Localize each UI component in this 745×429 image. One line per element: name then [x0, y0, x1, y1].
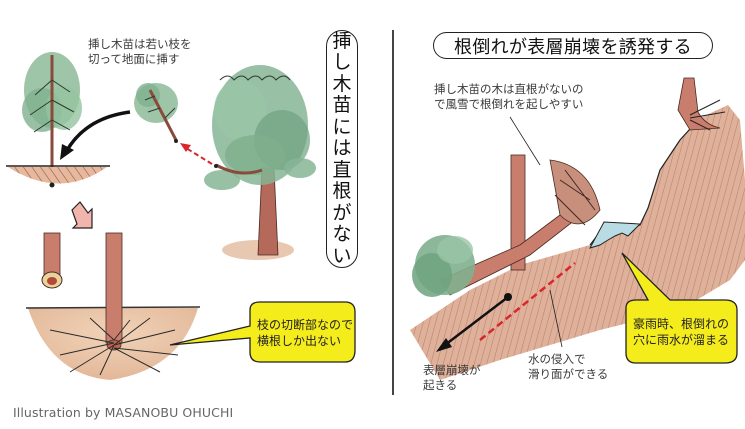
- title-char: い: [332, 244, 352, 267]
- note-line: 切って地面に挿す: [88, 52, 180, 66]
- curved-arrow-icon: [64, 110, 131, 153]
- title-char: 木: [332, 72, 352, 95]
- collapse-note: 表層崩壊が 起きる: [423, 363, 481, 393]
- collapse-arrow-icon: [444, 296, 509, 346]
- red-dashed-arrow-icon: [185, 147, 213, 165]
- cut-stick-illustration: [41, 232, 63, 289]
- bubble-line: 枝の切断部なので: [257, 318, 354, 332]
- bubble-line: 横根しか出ない: [257, 334, 342, 348]
- left-vertical-title: 挿 し 木 苗 に は 直 根 が な い: [326, 30, 358, 268]
- title-char: 挿: [332, 29, 352, 52]
- note-line: 挿し木苗の木は直根がないの: [434, 82, 584, 96]
- title-char: 根: [332, 180, 352, 203]
- right-speech-bubble-shape: [621, 252, 738, 364]
- title-char: 苗: [332, 94, 352, 117]
- right-top-note: 挿し木苗の木は直根がないの で風雪で根倒れを起しやすい: [434, 82, 584, 112]
- slip-plane-dashed-line: [479, 262, 576, 341]
- note-line: 表層崩壊が: [423, 363, 481, 377]
- illustration-credit: Illustration by MASANOBU OHUCHI: [13, 405, 234, 420]
- note-line: 挿し木苗は若い枝を: [88, 37, 192, 51]
- note-line: 水の侵入で: [528, 352, 586, 366]
- cut-branch-illustration: [134, 83, 178, 143]
- title-char: な: [332, 223, 352, 246]
- pink-arrow-icon: [71, 201, 93, 229]
- mother-tree-illustration: [204, 65, 316, 260]
- title-char: は: [332, 137, 352, 160]
- note-line: 起きる: [423, 378, 458, 392]
- left-top-note: 挿し木苗は若い枝を 切って地面に挿す: [88, 37, 192, 67]
- title-char: し: [332, 51, 352, 74]
- title-char: が: [332, 201, 352, 224]
- note-line: 滑り面ができる: [528, 367, 609, 381]
- bubble-line: 穴に雨水が溜まる: [633, 333, 730, 347]
- left-speech-bubble-shape: [169, 301, 356, 363]
- right-bubble-text: 豪雨時、根倒れの 穴に雨水が溜まる: [633, 316, 729, 348]
- slip-plane-note: 水の侵入で 滑り面ができる: [528, 352, 608, 382]
- left-bubble-text: 枝の切断部なので 横根しか出ない: [257, 317, 353, 349]
- note-line: で風雪で根倒れを起しやすい: [434, 97, 584, 111]
- title-char: 直: [332, 158, 352, 181]
- title-char: に: [332, 115, 352, 138]
- right-title: 根倒れが表層崩壊を誘発する: [433, 32, 713, 59]
- right-title-text: 根倒れが表層崩壊を誘発する: [454, 36, 692, 58]
- rooted-cutting-illustration: [25, 232, 201, 380]
- bubble-line: 豪雨時、根倒れの: [633, 317, 730, 331]
- young-sapling-illustration: [6, 52, 110, 188]
